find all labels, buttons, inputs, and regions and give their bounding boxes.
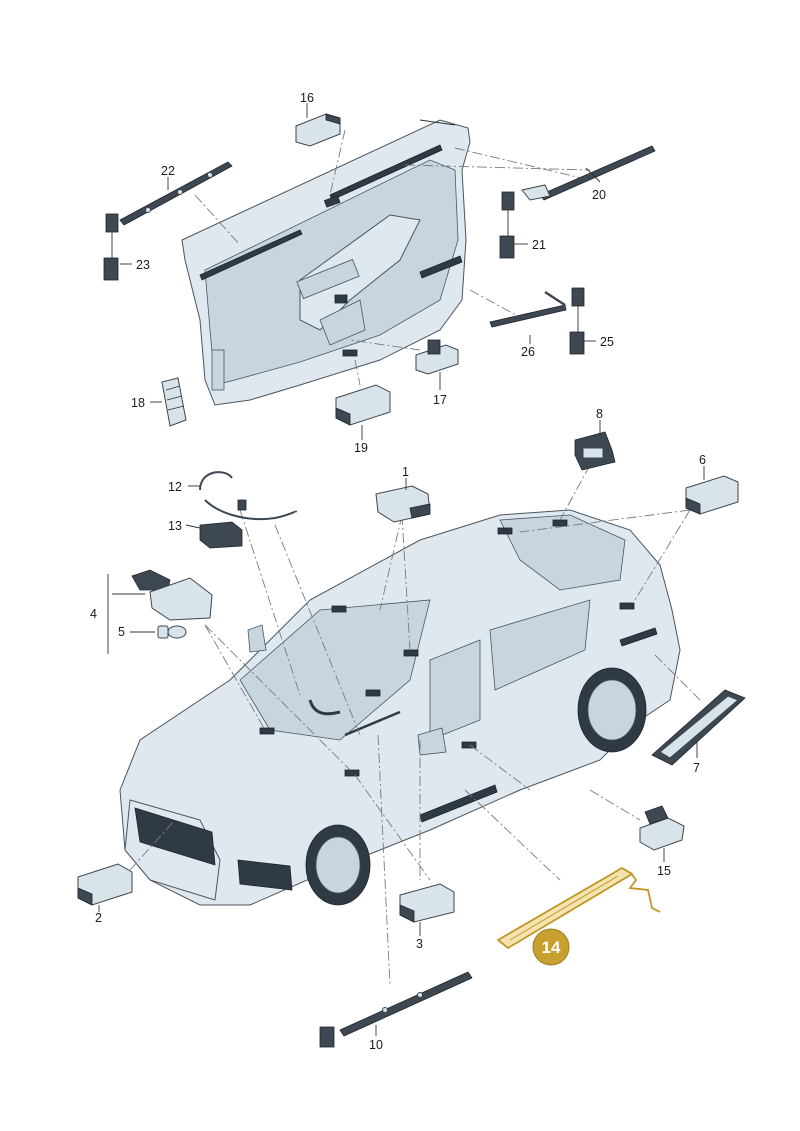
label-8: 8: [596, 407, 603, 421]
part-20-light-strip[interactable]: [521, 145, 656, 201]
label-6: 6: [699, 453, 706, 467]
label-2: 2: [95, 911, 102, 925]
label-20: 20: [592, 188, 606, 202]
label-22: 22: [161, 164, 175, 178]
part-labels: 16 22 23 20 21 25 26 17 18 19 8 6 1 12 1…: [90, 91, 706, 1052]
label-4: 4: [90, 607, 97, 621]
car-body: [119, 509, 681, 906]
label-1: 1: [402, 465, 409, 479]
part-23-connector[interactable]: [103, 213, 119, 281]
part-2-module[interactable]: [77, 863, 133, 906]
part-16-switch[interactable]: [295, 113, 341, 147]
callout-14[interactable]: 14: [532, 928, 570, 966]
label-13: 13: [168, 519, 182, 533]
part-26-light-strip[interactable]: [489, 290, 567, 328]
leader-lines: [98, 103, 705, 1036]
label-12: 12: [168, 480, 182, 494]
callout-14-label: 14: [542, 938, 561, 957]
part-3-module[interactable]: [399, 883, 455, 923]
label-3: 3: [416, 937, 423, 951]
part-5-bulb[interactable]: [157, 625, 187, 639]
part-18-cover[interactable]: [161, 377, 187, 427]
callout-14-badge: [532, 928, 570, 966]
label-19: 19: [354, 441, 368, 455]
door-panel: [181, 119, 471, 406]
part-8-lamp[interactable]: [574, 431, 616, 471]
part-6-module[interactable]: [685, 475, 739, 515]
part-12-cable[interactable]: [199, 471, 298, 521]
part-14-sill-light[interactable]: [496, 866, 661, 950]
label-23: 23: [136, 258, 150, 272]
label-5: 5: [118, 625, 125, 639]
part-4-lamp[interactable]: [131, 569, 213, 621]
part-7-sill-trim[interactable]: [651, 689, 746, 766]
guide-lines: [129, 129, 701, 986]
label-16: 16: [300, 91, 314, 105]
label-17: 17: [433, 393, 447, 407]
label-10: 10: [369, 1038, 383, 1052]
part-17-switch[interactable]: [415, 339, 459, 375]
part-19-module[interactable]: [335, 384, 391, 426]
part-22-light-strip[interactable]: [119, 161, 233, 226]
label-15: 15: [657, 864, 671, 878]
part-21-connector[interactable]: [499, 191, 515, 259]
part-25-connector[interactable]: [569, 287, 585, 355]
part-13-connector[interactable]: [199, 521, 243, 549]
part-10-light-strip[interactable]: [319, 971, 473, 1048]
label-26: 26: [521, 345, 535, 359]
part-1-module[interactable]: [375, 485, 431, 523]
label-7: 7: [693, 761, 700, 775]
label-21: 21: [532, 238, 546, 252]
label-18: 18: [131, 396, 145, 410]
label-25: 25: [600, 335, 614, 349]
part-15-module[interactable]: [639, 805, 685, 851]
